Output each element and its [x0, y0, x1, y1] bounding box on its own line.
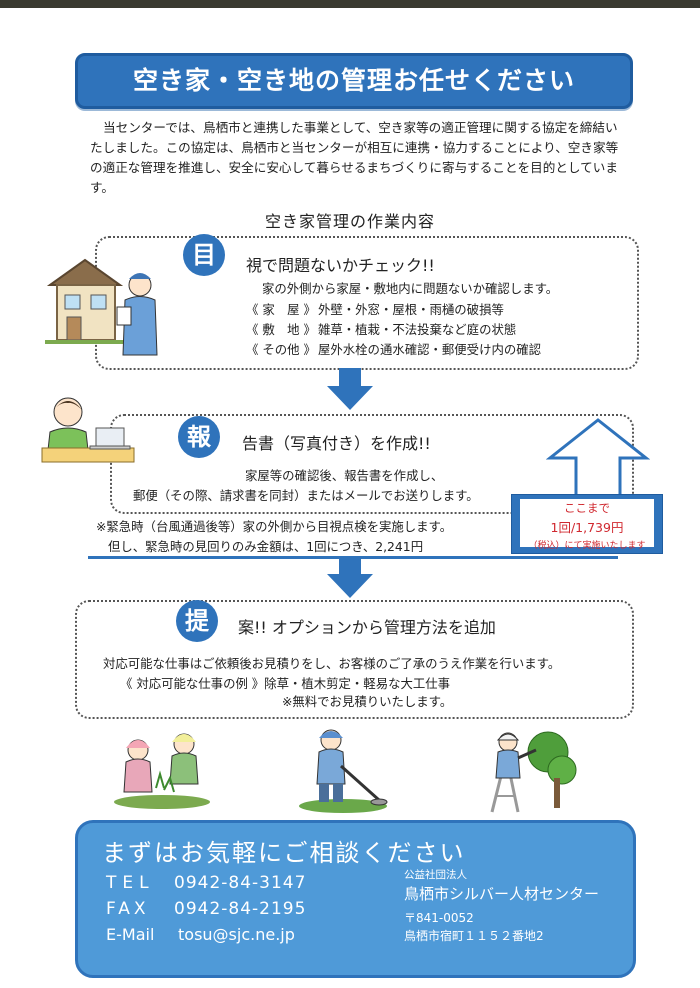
office-worker-illustration — [41, 397, 135, 463]
emergency-line2: 但し、緊急時の見回りのみ金額は、1回につき、2,241円 — [108, 539, 424, 554]
contact-headline: まずはお気軽にご相談ください — [102, 839, 466, 867]
weeding-workers-illustration — [114, 733, 210, 809]
step3-box — [75, 600, 634, 719]
section-heading: 空き家管理の作業内容 — [264, 212, 435, 231]
step1-heading: 視で問題ないかチェック!! — [246, 256, 435, 275]
fax-number: 0942-84-2195 — [174, 899, 307, 919]
tel-label: TEL — [106, 873, 155, 893]
price-line1: ここまで — [564, 501, 610, 515]
price-box: ここまで 1回/1,739円 （税込）にて実施いたします — [511, 494, 663, 554]
house-inspector-illustration — [45, 258, 158, 356]
tel-number[interactable]: 0942-84-3147 — [174, 873, 307, 893]
arrow-down-icon — [327, 368, 373, 410]
step1-item-text: 雑草・植栽・不法投棄など庭の状態 — [318, 322, 517, 337]
arrow-down-icon — [327, 556, 373, 598]
fax-label: FAX — [106, 899, 150, 919]
step1-item-label: 《 家 屋 》 — [246, 302, 316, 317]
address: 鳥栖市宿町１１５２番地2 — [404, 929, 544, 943]
arrow-up-icon — [546, 418, 650, 498]
step1-item-label: 《 敷 地 》 — [246, 322, 316, 337]
top-border — [0, 0, 700, 8]
step1-badge: 目 — [183, 234, 225, 276]
price-amount: 1回/1,739円 — [550, 520, 624, 535]
grass-cutter-illustration — [299, 729, 388, 813]
step1-item-text: 外壁・外窓・屋根・雨樋の破損等 — [318, 302, 504, 317]
contact-box: まずはお気軽にご相談ください TEL 0942-84-3147 FAX 0942… — [75, 820, 636, 978]
org-type: 公益社団法人 — [404, 869, 467, 881]
step3-line3: ※無料でお見積りいたします。 — [282, 694, 453, 709]
step2-line1: 家屋等の確認後、報告書を作成し、 — [245, 468, 444, 483]
price-note: （税込）にて実施いたします — [528, 541, 646, 551]
email-address[interactable]: tosu@sjc.ne.jp — [178, 925, 295, 944]
page-title: 空き家・空き地の管理お任せください — [75, 53, 633, 109]
step1-description: 家の外側から家屋・敷地内に問題ないか確認します。 — [262, 281, 559, 296]
org-name: 鳥栖市シルバー人材センター — [404, 885, 600, 903]
step2-heading: 告書（写真付き）を作成!! — [242, 434, 431, 453]
step3-line1: 対応可能な仕事はご依頼後お見積りをし、お客様のご了承のうえ作業を行います。 — [103, 656, 561, 671]
step3-heading: 案!! オプションから管理方法を追加 — [238, 618, 496, 637]
step2-badge: 報 — [178, 416, 220, 458]
tree-pruning-illustration — [490, 731, 577, 813]
intro-paragraph: 当センターでは、鳥栖市と連携した事業として、空き家等の適正管理に関する協定を締結… — [90, 120, 619, 195]
step3-badge: 提 — [176, 600, 218, 642]
postal-code: 〒841-0052 — [404, 911, 474, 925]
price-inner: ここまで 1回/1,739円 （税込）にて実施いたします — [520, 499, 654, 551]
step3-line2: 《 対応可能な仕事の例 》除草・植木剪定・軽易な大工仕事 — [120, 676, 451, 691]
step2-line2: 郵便（その際、請求書を同封）またはメールでお送りします。 — [133, 488, 479, 503]
step1-item-label: 《 その他 》 — [246, 342, 316, 357]
step1-item-text: 屋外水栓の通水確認・郵便受け内の確認 — [318, 342, 542, 357]
emergency-line1: ※緊急時（台風通過後等）家の外側から目視点検を実施します。 — [96, 519, 453, 534]
email-label: E-Mail — [106, 925, 155, 944]
